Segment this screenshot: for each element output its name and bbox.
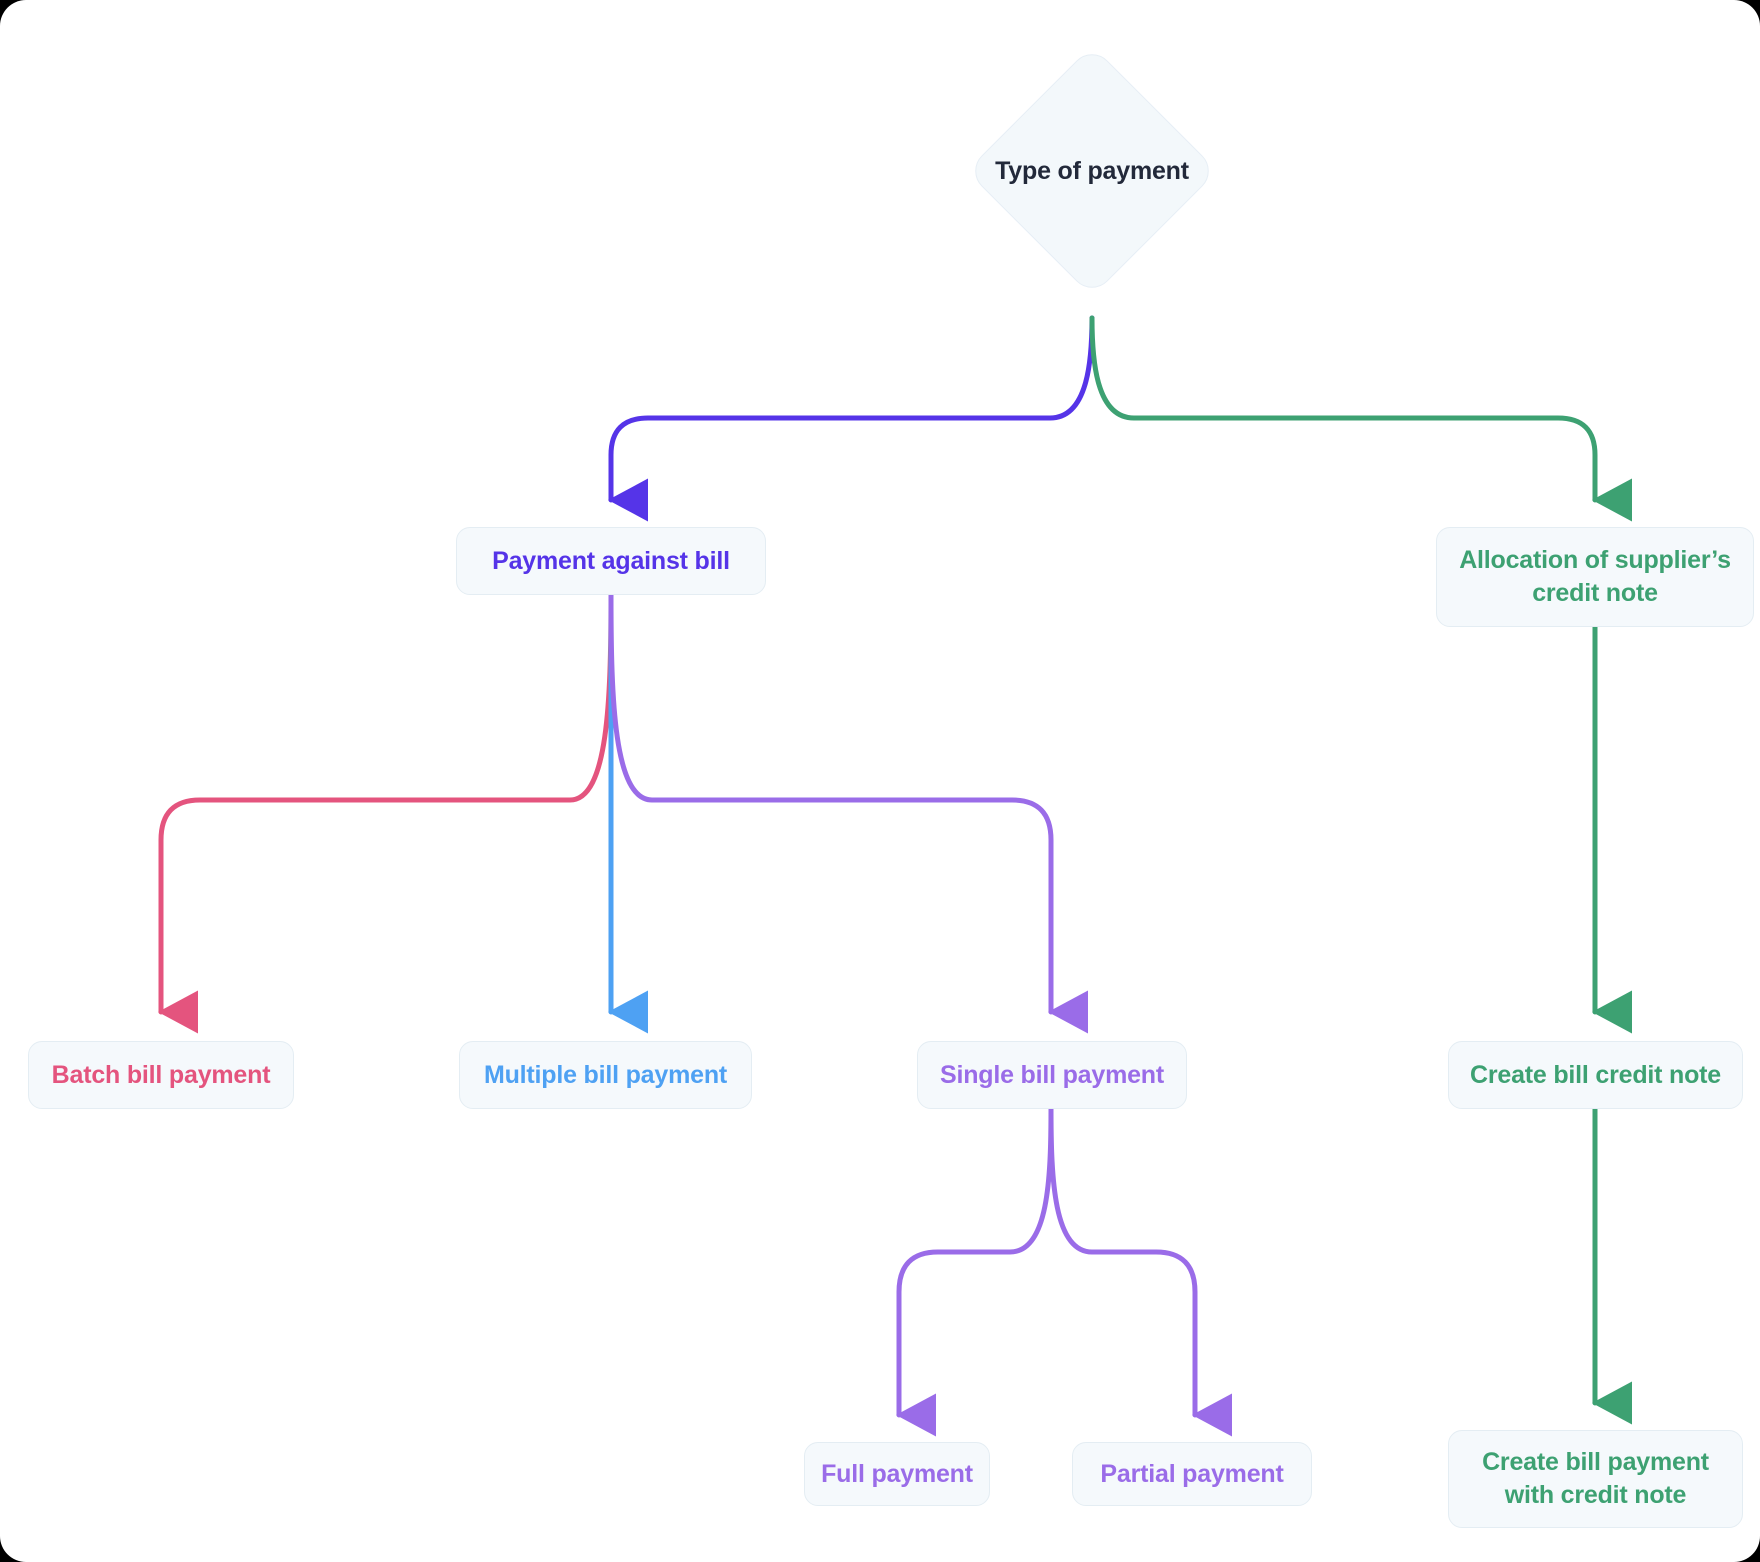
node-payment-against-bill[interactable]: Payment against bill [456,527,766,595]
edge-payment-to-single [608,592,1089,1034]
node-single-bill-payment[interactable]: Single bill payment [917,1041,1187,1109]
node-create-bill-credit-note[interactable]: Create bill credit note [1448,1041,1743,1109]
edge-single-to-full [896,1106,1054,1437]
node-multiple-bill-payment[interactable]: Multiple bill payment [459,1041,752,1109]
edge-decision-to-payment-against-bill [608,315,1095,522]
node-create-bill-payment-with-credit-note[interactable]: Create bill payment with credit note [1448,1430,1743,1528]
edge-single-to-partial [1048,1106,1233,1437]
node-full-payment[interactable]: Full payment [804,1442,990,1506]
edge-payment-to-batch [158,592,614,1034]
node-batch-bill-payment[interactable]: Batch bill payment [28,1041,294,1109]
edge-decision-to-allocation [1089,315,1633,522]
node-partial-payment[interactable]: Partial payment [1072,1442,1312,1506]
node-allocation-of-suppliers-credit-note[interactable]: Allocation of supplier’s credit note [1436,527,1754,627]
decision-label: Type of payment [995,156,1189,185]
